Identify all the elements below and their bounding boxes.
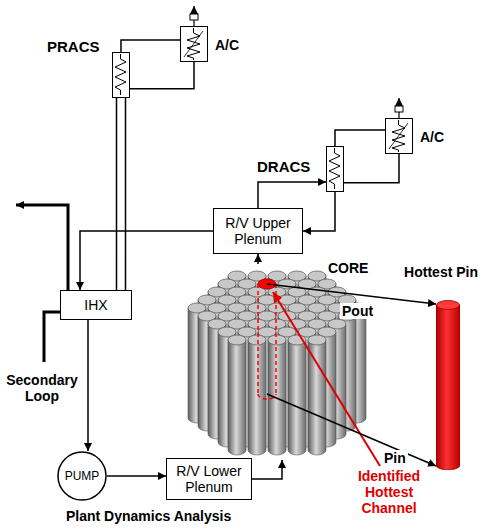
flow-line <box>335 130 385 146</box>
fuel-pin-top <box>308 335 326 345</box>
damper-symbol <box>395 106 403 112</box>
plenum-box: R/V Upper Plenum <box>213 208 303 254</box>
plenum-box: R/V Lower Plenum <box>166 458 252 500</box>
flow-line <box>258 182 326 208</box>
flow-line <box>267 394 436 466</box>
flow-line <box>107 475 166 477</box>
flow-line <box>116 98 118 290</box>
node-label: IHX <box>84 297 107 313</box>
air-cooler: A/C <box>180 26 208 62</box>
fuel-pin <box>228 340 246 455</box>
flow-line <box>87 320 89 451</box>
fuel-pin <box>248 340 266 455</box>
node-label: PRACS <box>47 39 100 55</box>
edge-label: Pout <box>340 303 375 319</box>
flow-line <box>267 284 436 304</box>
secondary-pipe <box>16 205 68 290</box>
annotation: Secondary Loop <box>4 372 80 404</box>
flow-line <box>257 254 259 264</box>
callout-arrow <box>273 292 380 466</box>
core-bundle: CORE <box>172 264 382 460</box>
coil-symbol <box>327 147 342 190</box>
cooler-symbol <box>181 27 206 60</box>
fuel-pin <box>308 340 326 455</box>
pump-circle-shape <box>58 452 106 500</box>
coil-symbol <box>113 53 128 96</box>
pin-shape <box>436 300 460 470</box>
flow-line <box>80 231 213 290</box>
flow-line <box>344 154 399 183</box>
flow-line <box>121 40 180 52</box>
flow-line <box>252 460 282 479</box>
coil-line <box>115 54 126 95</box>
node-label: R/V Lower Plenum <box>171 463 247 495</box>
coil-line <box>329 148 340 189</box>
cooler-line <box>184 31 203 57</box>
node-label: DRACS <box>257 159 310 175</box>
pin-body <box>436 305 460 470</box>
fuel-pin-top <box>268 335 286 345</box>
node-label: A/C <box>215 37 239 53</box>
pin-top <box>437 301 460 310</box>
cooler-symbol <box>386 119 411 152</box>
ihx-box: IHX <box>60 290 132 320</box>
annotation: Plant Dynamics Analysis <box>66 508 231 524</box>
flow-line <box>130 62 194 89</box>
damper-symbol <box>190 14 198 20</box>
hottest-pin: Hottest Pin <box>436 300 460 470</box>
fuel-pin-top <box>248 335 266 345</box>
node-label: PUMP <box>65 468 100 484</box>
node-label: CORE <box>328 260 368 276</box>
fuel-pin <box>288 340 306 455</box>
pump-circle: PUMP <box>57 451 107 501</box>
heat-exchanger: PRACS <box>112 52 130 98</box>
flow-line <box>303 192 335 231</box>
node-label: Hottest Pin <box>404 264 478 280</box>
air-cooler: A/C <box>385 118 413 154</box>
edge-label: Pin <box>382 450 408 466</box>
fuel-pin-top <box>228 335 246 345</box>
node-label: A/C <box>420 129 444 145</box>
annotation: Identified Hottest Channel <box>346 468 432 516</box>
heat-exchanger: DRACS <box>326 146 344 192</box>
secondary-pipe <box>44 312 60 362</box>
hottest-channel-outline <box>258 284 276 394</box>
flow-line <box>125 98 127 290</box>
cooler-line <box>389 123 408 149</box>
node-label: R/V Upper Plenum <box>218 215 298 247</box>
